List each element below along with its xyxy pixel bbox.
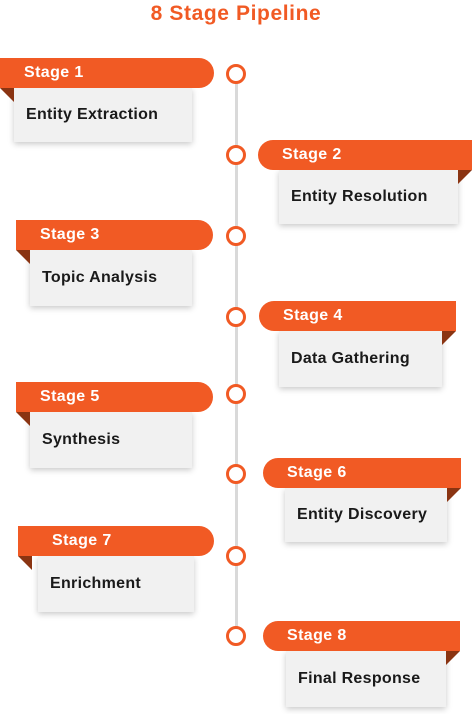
stage-4-label: Stage 4 [259, 301, 456, 331]
stage-2-name: Entity Resolution [291, 188, 428, 205]
stage-1-card: Entity Extraction [14, 88, 192, 142]
timeline-node-2 [226, 145, 246, 165]
stage-3-name: Topic Analysis [42, 269, 158, 286]
stage-5-card: Synthesis [30, 412, 192, 468]
stage-6-label: Stage 6 [263, 458, 461, 488]
stage-2-card: Entity Resolution [279, 170, 458, 224]
stage-2-fold [458, 170, 472, 184]
stage-4-name: Data Gathering [291, 350, 410, 367]
stage-6-name: Entity Discovery [297, 506, 428, 523]
stage-8-label: Stage 8 [263, 621, 460, 651]
timeline-node-1 [226, 64, 246, 84]
stage-7-card: Enrichment [38, 556, 194, 612]
stage-8-fold [446, 651, 460, 665]
stage-7-name: Enrichment [50, 575, 142, 592]
stage-2-label: Stage 2 [258, 140, 472, 170]
page-title: 8 Stage Pipeline [150, 2, 322, 25]
stage-5-label: Stage 5 [16, 382, 213, 412]
stage-3-card: Topic Analysis [30, 250, 192, 306]
stage-3-label: Stage 3 [16, 220, 213, 250]
timeline-node-6 [226, 464, 246, 484]
timeline-line [235, 74, 238, 636]
stage-4-fold [442, 331, 456, 345]
stage-1-label: Stage 1 [0, 58, 214, 88]
stage-5-fold [16, 412, 30, 426]
stage-1-name: Entity Extraction [26, 106, 159, 123]
timeline-node-4 [226, 307, 246, 327]
stage-6-fold [447, 488, 461, 502]
stage-6-card: Entity Discovery [285, 488, 447, 542]
stage-1-fold [0, 88, 14, 102]
timeline-node-7 [226, 546, 246, 566]
stage-3-fold [16, 250, 30, 264]
timeline-node-3 [226, 226, 246, 246]
stage-8-card: Final Response [286, 651, 446, 707]
stage-8-name: Final Response [298, 670, 421, 687]
stage-7-label: Stage 7 [18, 526, 214, 556]
timeline-node-5 [226, 384, 246, 404]
stage-7-fold [18, 556, 32, 570]
stage-5-name: Synthesis [42, 431, 121, 448]
timeline-node-8 [226, 626, 246, 646]
stage-4-card: Data Gathering [279, 331, 442, 387]
